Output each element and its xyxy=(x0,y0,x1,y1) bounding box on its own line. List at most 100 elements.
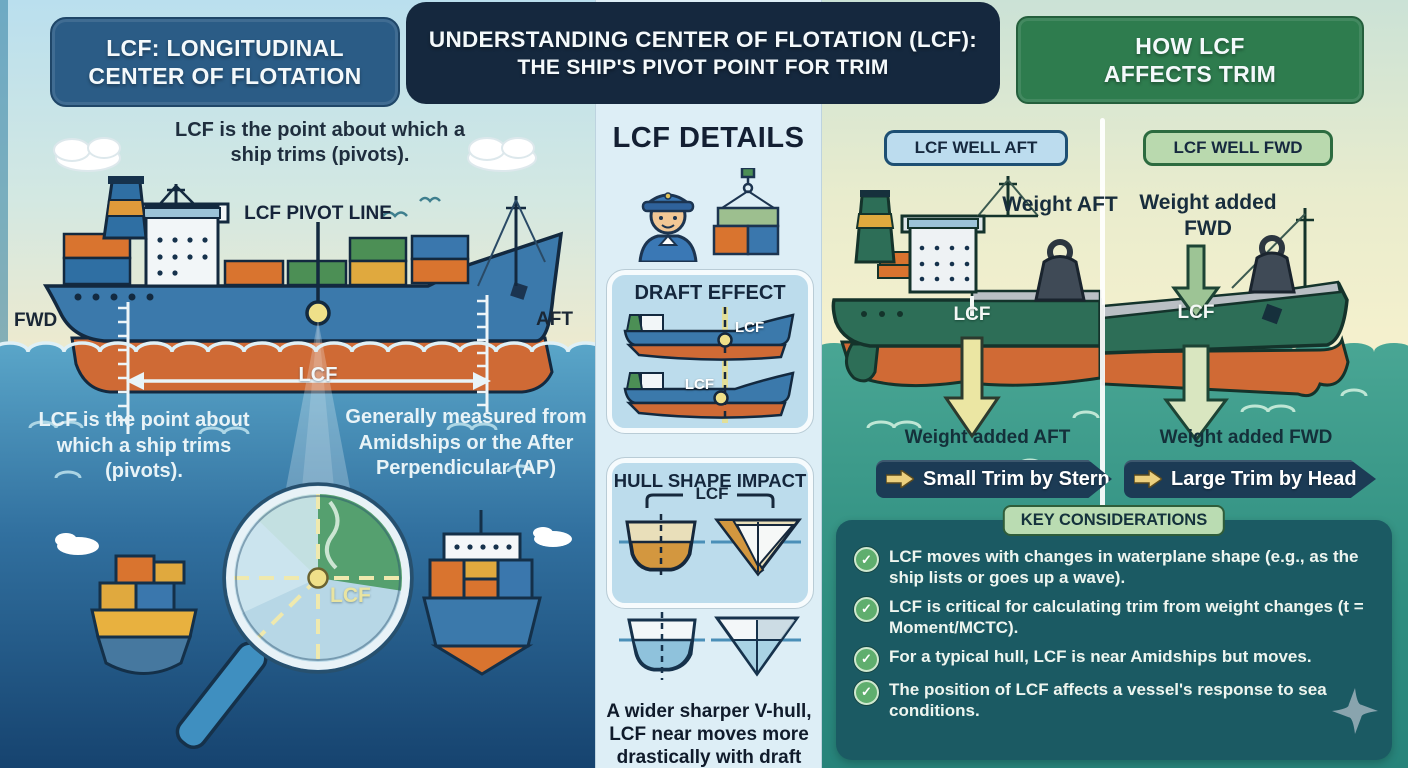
note-left: LCF is the point about which a ship trim… xyxy=(38,409,250,483)
key-considerations-list: LCF moves with changes in waterplane sha… xyxy=(854,546,1374,721)
arrow-right-icon xyxy=(1134,470,1162,488)
list-item: LCF is critical for calculating trim fro… xyxy=(854,596,1374,639)
hull-shape-diagram xyxy=(619,493,803,580)
waterplane-shape xyxy=(318,492,404,591)
draft-effect-card: DRAFT EFFECT xyxy=(606,269,814,434)
left-header: LCF: LONGITUDINAL CENTER OF FLOTATION xyxy=(50,17,400,107)
note-right: Generally measured from Amidships or the… xyxy=(345,406,587,480)
list-item-text: LCF moves with changes in waterplane sha… xyxy=(889,547,1359,588)
down-arrow-fwd-bottom xyxy=(1163,344,1229,443)
aft-mast xyxy=(477,196,546,287)
result-label-fwd: Weight added FWD xyxy=(1159,427,1333,448)
lcf-pivot-dot xyxy=(305,300,331,326)
pivot-line-label: LCF PIVOT LINE xyxy=(244,203,392,224)
container-ship-front-view xyxy=(422,510,542,676)
underside-fwd-ship xyxy=(1101,335,1350,398)
draft-effect-title: DRAFT EFFECT xyxy=(634,282,786,304)
v-hull-outline xyxy=(714,616,800,677)
lcf-details-title: LCF DETAILS xyxy=(612,122,805,154)
lcf-well-aft-pill: LCF WELL AFT xyxy=(884,130,1068,166)
superstructure-aft xyxy=(908,222,978,294)
hull-shape-card: HULL SHAPE IMPACT xyxy=(606,457,814,609)
draft-effect-diagram xyxy=(623,307,795,423)
funnel-band xyxy=(105,199,146,217)
superstructure-windows xyxy=(157,237,208,276)
trim-banner-aft-text: Small Trim by Stern xyxy=(923,467,1110,490)
down-arrow-aft xyxy=(943,336,1001,439)
cloud xyxy=(53,137,537,172)
bulbous-bow xyxy=(845,342,880,383)
list-item-text: The position of LCF affects a vessel's r… xyxy=(889,679,1327,721)
birds xyxy=(382,196,441,218)
mast-fwd-ship xyxy=(1231,208,1314,289)
hull-outline-diagram xyxy=(619,612,801,680)
captain-and-cargo-icons xyxy=(638,168,780,262)
trim-banner-fwd: Large Trim by Head xyxy=(1124,460,1376,498)
magnifier xyxy=(175,482,414,749)
v-hull-section xyxy=(713,518,803,577)
right-header: HOW LCF AFFECTS TRIM xyxy=(1016,16,1364,104)
draft-lcf-label-top: LCF xyxy=(735,319,765,336)
funnel-cap xyxy=(108,176,144,184)
mast-aft-ship xyxy=(977,176,1039,218)
trim-banner-aft: Small Trim by Stern xyxy=(876,460,1112,498)
lcf-bracket xyxy=(645,493,775,508)
left-header-line1: LCF: LONGITUDINAL xyxy=(106,34,344,61)
draft-lcf-label-bottom: LCF xyxy=(684,376,714,393)
weight-icon-aft xyxy=(1034,239,1086,302)
small-boat-front-view xyxy=(90,554,198,675)
check-icon xyxy=(854,679,879,705)
weight-fwd-label: Weight added FWD xyxy=(1139,191,1277,241)
result-label-aft: Weight added AFT xyxy=(904,427,1071,448)
lcf-well-fwd-pill: LCF WELL FWD xyxy=(1143,130,1333,166)
lcf-span-label: LCF xyxy=(298,364,338,386)
sparkle-icon xyxy=(1332,688,1378,734)
trim-banner-fwd-text: Large Trim by Head xyxy=(1171,467,1357,490)
ship-deep-draft xyxy=(623,371,795,419)
fwd-label: FWD xyxy=(14,310,58,331)
containers xyxy=(62,232,470,287)
weight-icon-fwd xyxy=(1248,235,1296,294)
left-header-line2: CENTER OF FLOTATION xyxy=(88,63,362,89)
draft-marks-fwd xyxy=(118,302,130,434)
key-considerations-title: KEY CONSIDERATIONS xyxy=(1002,505,1226,536)
key-considerations-box: KEY CONSIDERATIONS LCF moves with change… xyxy=(836,505,1392,760)
center-header-line2: THE SHIP'S PIVOT POINT FOR TRIM xyxy=(517,55,889,79)
bridge-windows xyxy=(143,207,221,219)
sub-panel-divider xyxy=(1100,118,1105,508)
lcf-well-fwd-label: LCF WELL FWD xyxy=(1173,138,1303,157)
cargo-ship-side-view xyxy=(42,176,564,394)
hull-shape-title: HULL SHAPE IMPACT xyxy=(613,470,807,491)
center-header-line1: UNDERSTANDING CENTER OF FLOTATION (LCF): xyxy=(428,26,978,52)
magnifier-lcf-dot xyxy=(307,567,329,589)
ship-light-draft xyxy=(623,313,795,361)
captain-icon xyxy=(638,192,698,262)
check-icon xyxy=(854,547,879,572)
aft-label: AFT xyxy=(536,309,573,330)
u-hull-outline xyxy=(627,612,697,680)
list-item: For a typical hull, LCF is near Amidship… xyxy=(854,646,1374,672)
waterline xyxy=(0,341,595,353)
ship-lcf-fwd xyxy=(1101,208,1350,398)
hull-shape-caption: A wider sharper V-hull, LCF near moves m… xyxy=(606,701,812,768)
hull-lcf-label: LCF xyxy=(695,484,729,503)
down-arrow-fwd-top xyxy=(1171,244,1221,321)
port-holes xyxy=(74,293,154,301)
list-item: The position of LCF affects a vessel's r… xyxy=(854,679,1374,722)
crane-containers-icon xyxy=(712,168,780,256)
ship-underside xyxy=(70,336,554,394)
lcf-span-arrow xyxy=(126,372,491,390)
wave-squiggles xyxy=(28,420,534,479)
lcf-intro-text: LCF is the point about which a ship trim… xyxy=(175,119,465,166)
lcf-label-aft-ship: LCF xyxy=(953,304,991,325)
list-item: LCF moves with changes in waterplane sha… xyxy=(854,546,1374,589)
check-icon xyxy=(854,646,879,672)
list-item-text: For a typical hull, LCF is near Amidship… xyxy=(889,646,1312,666)
cloud-small xyxy=(55,527,572,555)
center-header: UNDERSTANDING CENTER OF FLOTATION (LCF):… xyxy=(406,2,1000,104)
anchor-hawse xyxy=(1261,303,1283,325)
check-icon xyxy=(854,596,879,622)
lcf-dot-lower xyxy=(713,390,729,406)
arrow-right-icon xyxy=(886,470,914,488)
